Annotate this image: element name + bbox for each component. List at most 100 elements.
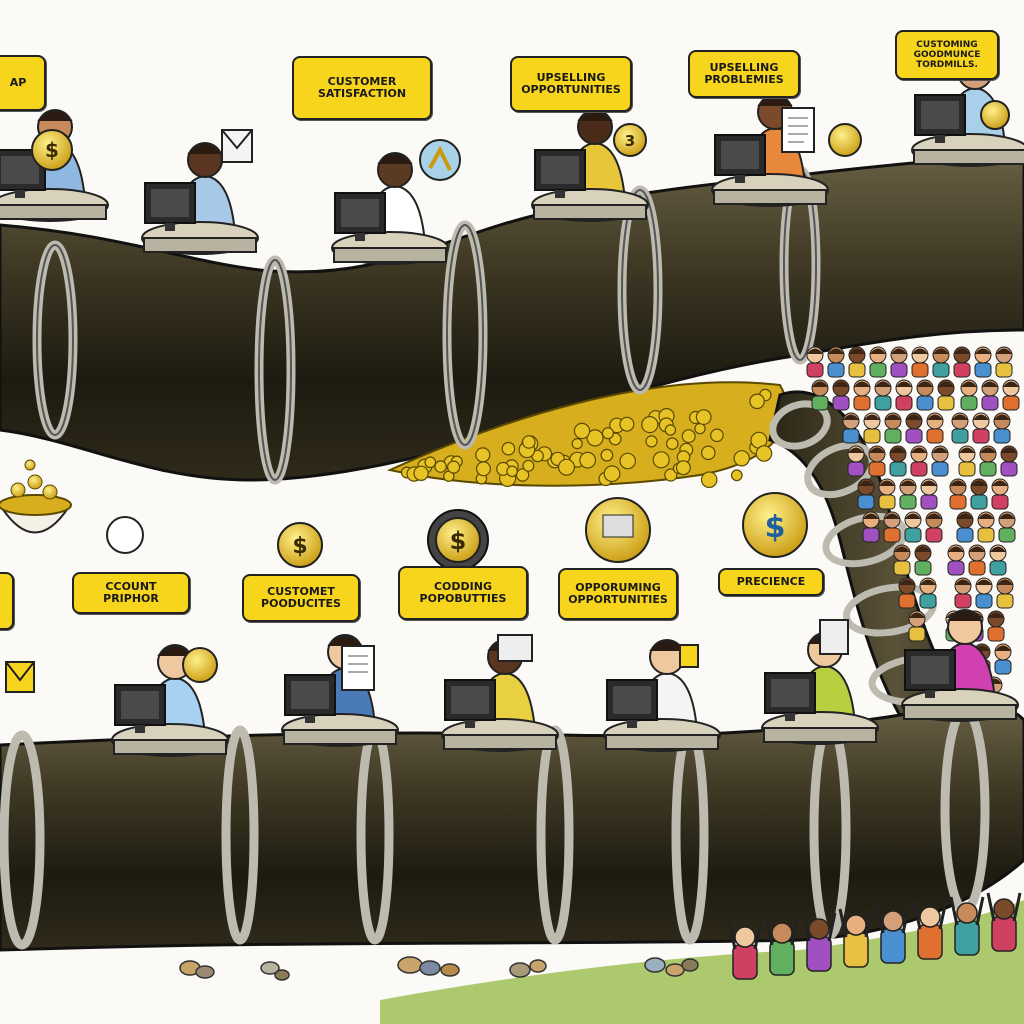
pile-coin bbox=[677, 461, 691, 475]
pile-coin bbox=[750, 394, 764, 408]
crowd-person bbox=[906, 413, 922, 443]
label-bottom-5: PRECIENCE bbox=[718, 568, 824, 596]
phone-icon bbox=[107, 517, 143, 553]
gear-coin-icon: $ bbox=[428, 510, 488, 570]
label-bottom-3: CODDING POPOBUTTIES bbox=[398, 566, 528, 620]
crowd-person bbox=[905, 512, 921, 542]
coin-bowl bbox=[0, 460, 71, 533]
pile-coin bbox=[425, 457, 436, 468]
pile-coin bbox=[646, 436, 657, 447]
pile-coin bbox=[620, 453, 635, 468]
pile-coin bbox=[476, 448, 490, 462]
crowd-person bbox=[885, 413, 901, 443]
crowd-person bbox=[959, 446, 975, 476]
crowd-person bbox=[917, 380, 933, 410]
label-top-1: AP bbox=[0, 55, 46, 111]
crowd-person bbox=[955, 578, 971, 608]
crowd-person bbox=[990, 545, 1006, 575]
coin-icon: $ bbox=[32, 130, 72, 170]
crowd-person bbox=[996, 347, 1012, 377]
pile-coin bbox=[572, 439, 582, 449]
crowd-person bbox=[948, 545, 964, 575]
pile-coin bbox=[601, 449, 613, 461]
worker-at-desk bbox=[282, 635, 398, 746]
svg-text:3: 3 bbox=[625, 132, 635, 150]
crowd-person bbox=[875, 380, 891, 410]
crowd-person bbox=[954, 347, 970, 377]
pile-coin bbox=[665, 425, 675, 435]
label-top-2: CUSTOMER SATISFACTION bbox=[292, 56, 432, 120]
pile-coin bbox=[602, 428, 613, 439]
coin-icon: $ bbox=[743, 493, 807, 557]
crowd-person bbox=[971, 479, 987, 509]
crowd-person bbox=[915, 545, 931, 575]
crowd-person bbox=[992, 479, 1008, 509]
svg-text:$: $ bbox=[45, 138, 59, 162]
label-top-4: UPSELLING PROBLEMIES bbox=[688, 50, 800, 98]
crowd-person bbox=[994, 413, 1010, 443]
crowd-person bbox=[932, 446, 948, 476]
document-icon bbox=[342, 646, 374, 690]
crowd-person bbox=[921, 479, 937, 509]
monitor-icon bbox=[498, 635, 532, 661]
pile-coin bbox=[414, 466, 428, 480]
coin-icon bbox=[680, 645, 698, 667]
crowd-person bbox=[957, 512, 973, 542]
crowd-person bbox=[976, 578, 992, 608]
pile-coin bbox=[477, 462, 491, 476]
crowd-person bbox=[807, 347, 823, 377]
pile-coin bbox=[667, 438, 678, 449]
pile-coin bbox=[682, 430, 695, 443]
crowd-person bbox=[833, 380, 849, 410]
pile-coin bbox=[574, 423, 589, 438]
crowd-person bbox=[950, 479, 966, 509]
svg-text:$: $ bbox=[292, 534, 307, 559]
label-bottom-1: CCOUNT PRIPHOR bbox=[72, 572, 190, 614]
pile-coin bbox=[502, 443, 514, 455]
crowd-person bbox=[933, 347, 949, 377]
pile-coin bbox=[653, 452, 669, 468]
crowd-person bbox=[980, 446, 996, 476]
crowd-person bbox=[911, 446, 927, 476]
globe-icon bbox=[420, 140, 460, 180]
crowd-person bbox=[854, 380, 870, 410]
crowd-person bbox=[997, 578, 1013, 608]
pile-coin bbox=[711, 429, 723, 441]
crowd-person bbox=[896, 380, 912, 410]
pile-coin bbox=[702, 446, 715, 459]
crowd-person bbox=[978, 512, 994, 542]
crowd-person bbox=[1001, 446, 1017, 476]
label-bottom-4: OPPORUMING OPPORTUNITIES bbox=[558, 568, 678, 620]
document-icon bbox=[820, 620, 848, 654]
pile-coin bbox=[448, 461, 460, 473]
crowd-person bbox=[890, 446, 906, 476]
crowd-person bbox=[973, 413, 989, 443]
pile-coin bbox=[732, 470, 743, 481]
worker-at-desk bbox=[604, 640, 720, 751]
pile-coin bbox=[620, 417, 634, 431]
crowd-person bbox=[828, 347, 844, 377]
crowd-person bbox=[900, 479, 916, 509]
crowd-person bbox=[952, 413, 968, 443]
crowd-person bbox=[912, 347, 928, 377]
crowd-person bbox=[999, 512, 1015, 542]
crowd-person bbox=[988, 611, 1004, 641]
crowd-person bbox=[1003, 380, 1019, 410]
crowd-person bbox=[870, 347, 886, 377]
coin-icon bbox=[829, 124, 861, 156]
pile-coin bbox=[702, 472, 717, 487]
envelope-icon bbox=[6, 662, 34, 692]
label-top-3: UPSELLING OPPORTUNITIES bbox=[510, 56, 632, 112]
crowd-person bbox=[938, 380, 954, 410]
crowd-person bbox=[982, 380, 998, 410]
coin-icon bbox=[981, 101, 1009, 129]
svg-text:$: $ bbox=[765, 510, 786, 545]
cheering-person bbox=[988, 893, 1020, 951]
crowd-person bbox=[969, 545, 985, 575]
crowd-person bbox=[927, 413, 943, 443]
pile-coin bbox=[695, 424, 705, 434]
pile-coin bbox=[523, 436, 535, 448]
pile-coin bbox=[642, 417, 658, 433]
label-bottom-2: CUSTOMET POODUCITES bbox=[242, 574, 360, 622]
